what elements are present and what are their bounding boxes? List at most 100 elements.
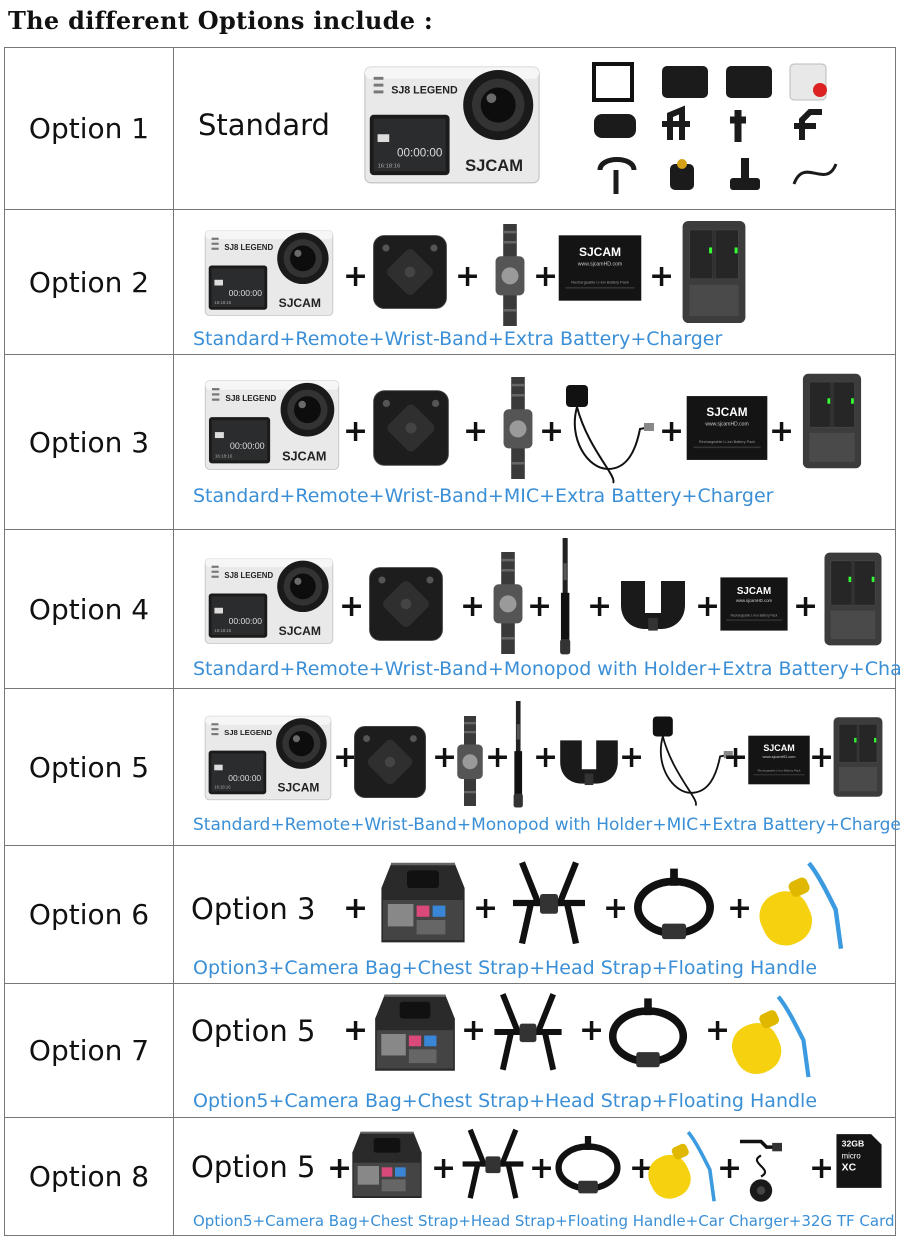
camera-image	[203, 556, 335, 646]
plus-sign: +	[659, 414, 685, 449]
plus-sign: +	[579, 1013, 605, 1048]
plus-sign: +	[473, 891, 499, 926]
battery-image	[719, 564, 789, 644]
wrist-band-image	[491, 548, 525, 658]
mic-image	[557, 379, 659, 489]
plus-sign: +	[723, 740, 749, 775]
plus-sign: +	[533, 740, 559, 775]
option-label: Option 4	[5, 530, 174, 688]
plus-sign: +	[587, 589, 613, 624]
option-row-3: Option 3 + + + + + Standard+Remote+Wrist…	[4, 354, 896, 530]
head-strap-image	[605, 990, 691, 1074]
plus-sign: +	[793, 589, 819, 624]
accessories-image	[590, 60, 840, 202]
option-row-6: Option 6 Option 3 + + + + Option3+Camera…	[4, 845, 896, 984]
plus-sign: +	[460, 589, 486, 624]
wrist-band-image	[455, 711, 485, 811]
option-caption: Option5+Camera Bag+Chest Strap+Head Stra…	[193, 1212, 895, 1230]
option-label: Option 6	[5, 846, 174, 983]
option-heading: Standard	[198, 108, 330, 142]
options-table: Option 1 Standard	[4, 47, 900, 1236]
floating-handle-image	[727, 990, 813, 1082]
option-heading: Option 3	[191, 892, 316, 926]
option-label: Option 3	[5, 355, 174, 529]
camera-bag-image	[367, 988, 463, 1080]
plus-sign: +	[533, 259, 559, 294]
plus-sign: +	[809, 740, 835, 775]
camera-bag-image	[347, 1124, 427, 1208]
camera-bag-image	[373, 856, 473, 952]
wrist-band-image	[501, 373, 535, 483]
option-label: Option 1	[5, 48, 174, 209]
charger-image	[831, 715, 885, 799]
head-strap-image	[553, 1126, 623, 1202]
option-heading: Option 5	[191, 1150, 316, 1184]
option-row-4: Option 4 + + + + + + Standard+Remote+Wri…	[4, 529, 900, 689]
plus-sign: +	[339, 589, 365, 624]
plus-sign: +	[343, 891, 369, 926]
chest-strap-image	[483, 990, 573, 1074]
camera-image	[362, 64, 542, 186]
plus-sign: +	[527, 589, 553, 624]
car-charger-image	[733, 1124, 803, 1208]
option-caption: Standard+Remote+Wrist-Band+Monopod with …	[193, 658, 900, 680]
floating-handle-image	[645, 1126, 717, 1206]
option-caption: Option3+Camera Bag+Chest Strap+Head Stra…	[193, 957, 818, 979]
plus-sign: +	[539, 414, 565, 449]
plus-sign: +	[695, 589, 721, 624]
option-caption: Standard+Remote+Wrist-Band+Extra Battery…	[193, 328, 723, 350]
plus-sign: +	[343, 259, 369, 294]
remote-image	[370, 387, 452, 469]
option-row-1: Option 1 Standard	[4, 47, 896, 210]
plus-sign: +	[333, 740, 359, 775]
camera-image	[203, 377, 341, 473]
option-row-5: Option 5 + + + + + + + Standard+Remote+W…	[4, 688, 900, 846]
floating-handle-image	[755, 856, 845, 954]
monopod-image	[553, 538, 579, 656]
plus-sign: +	[461, 1013, 487, 1048]
plus-sign: +	[705, 1013, 731, 1048]
battery-image	[747, 729, 811, 791]
plus-sign: +	[431, 1151, 457, 1186]
option-label: Option 7	[5, 984, 174, 1117]
plus-sign: +	[343, 414, 369, 449]
remote-image	[370, 232, 450, 312]
plus-sign: +	[809, 1151, 835, 1186]
holder-image	[553, 731, 625, 793]
charger-image	[797, 371, 867, 471]
monopod-image	[507, 701, 531, 809]
battery-image	[685, 385, 769, 471]
plus-sign: +	[727, 891, 753, 926]
chest-strap-image	[501, 858, 597, 948]
option-label: Option 8	[5, 1118, 174, 1235]
battery-image	[557, 232, 643, 304]
plus-sign: +	[463, 414, 489, 449]
head-strap-image	[631, 858, 717, 948]
plus-sign: +	[619, 740, 645, 775]
remote-image	[351, 723, 429, 801]
camera-image	[203, 228, 335, 318]
charger-image	[821, 550, 885, 648]
plus-sign: +	[717, 1151, 743, 1186]
option-row-2: Option 2 + + + + Standard+Remote+Wrist-B…	[4, 209, 896, 355]
plus-sign: +	[343, 1013, 369, 1048]
tf-card-image	[833, 1128, 885, 1194]
plus-sign: +	[529, 1151, 555, 1186]
plus-sign: +	[603, 891, 629, 926]
option-label: Option 2	[5, 210, 174, 354]
option-row-8: Option 8 Option 5 + + + + + + Option5+Ca…	[4, 1117, 896, 1236]
option-heading: Option 5	[191, 1014, 316, 1048]
option-caption: Standard+Remote+Wrist-Band+Monopod with …	[193, 815, 900, 835]
remote-image	[365, 564, 447, 644]
option-caption: Option5+Camera Bag+Chest Strap+Head Stra…	[193, 1090, 818, 1112]
plus-sign: +	[327, 1151, 353, 1186]
plus-sign: +	[649, 259, 675, 294]
charger-image	[679, 218, 749, 326]
plus-sign: +	[769, 414, 795, 449]
camera-image	[203, 713, 333, 803]
page-title: The different Options include :	[8, 6, 434, 35]
plus-sign: +	[485, 740, 511, 775]
plus-sign: +	[432, 740, 458, 775]
wrist-band-image	[493, 220, 527, 330]
option-caption: Standard+Remote+Wrist-Band+MIC+Extra Bat…	[193, 485, 774, 507]
